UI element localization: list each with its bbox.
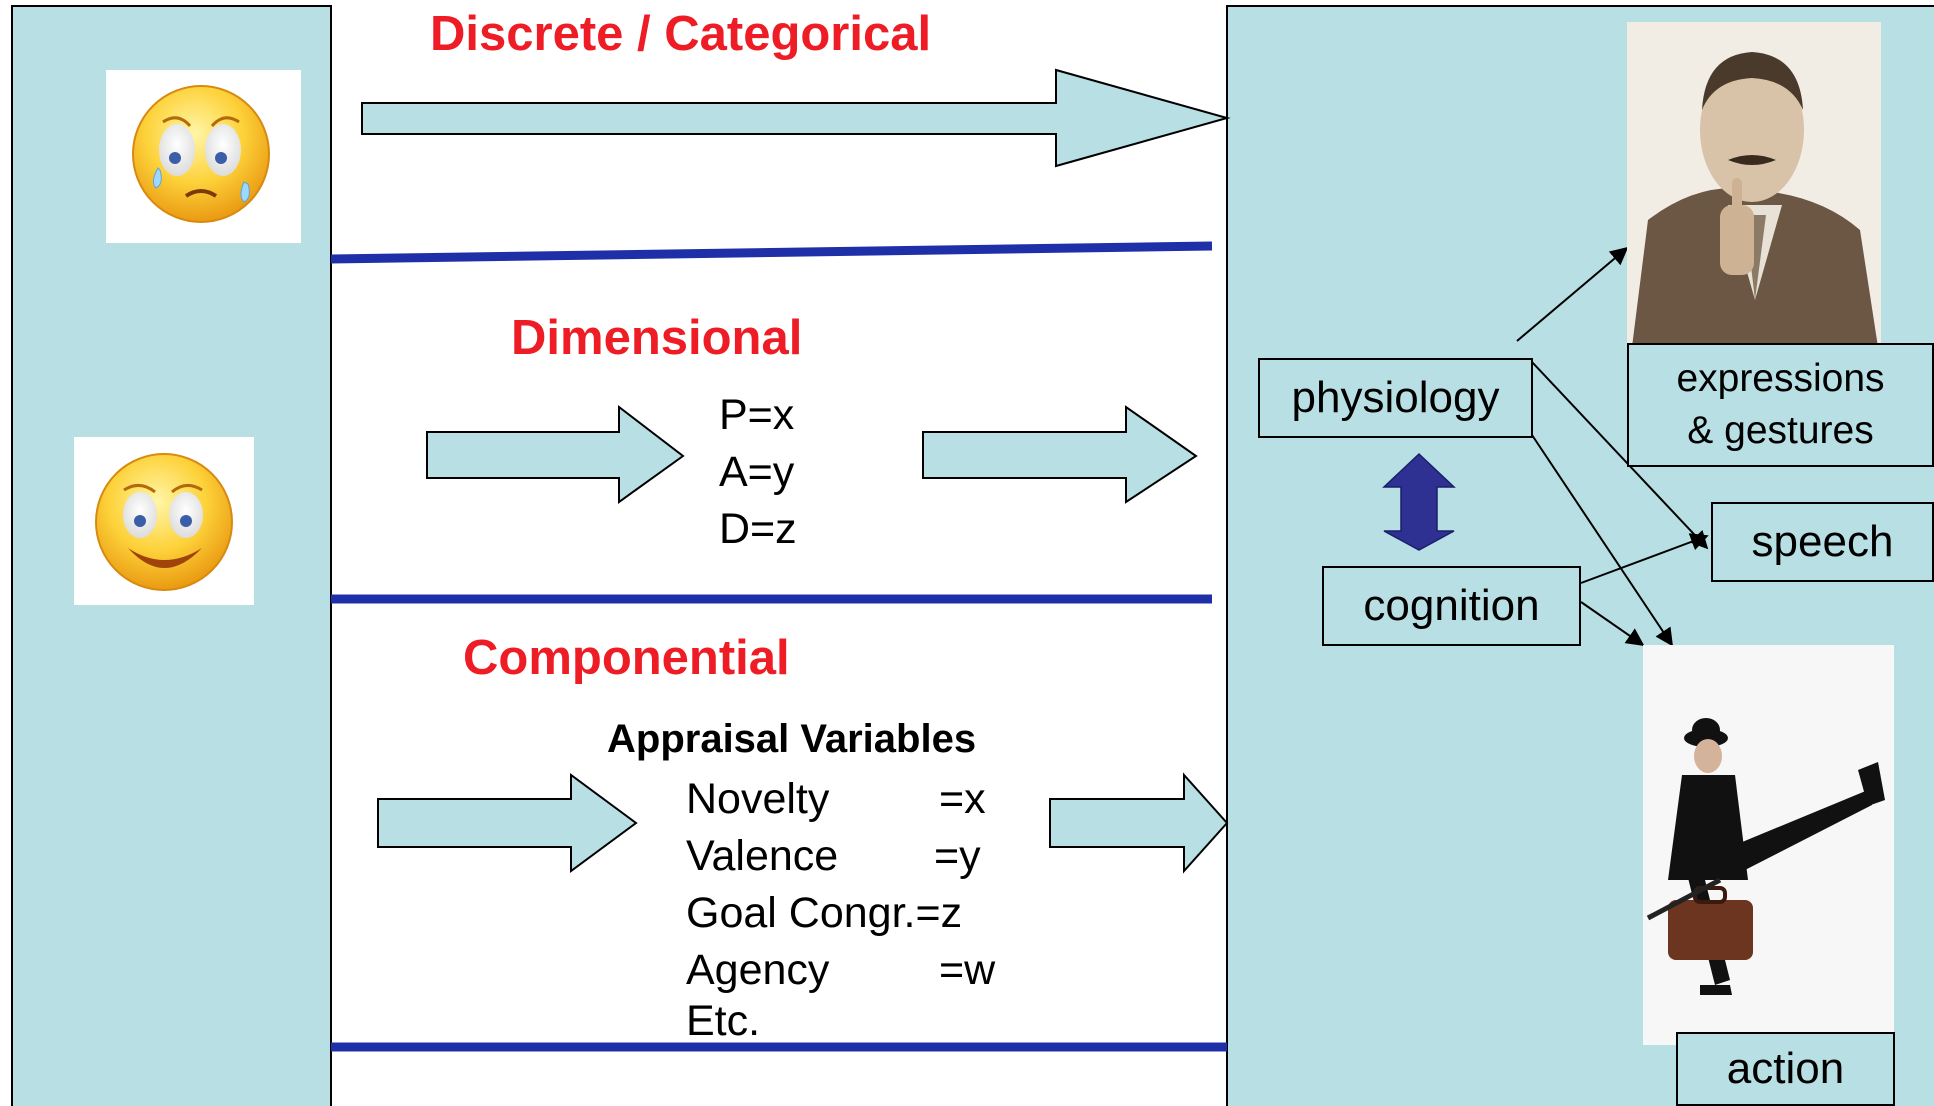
dimensional-line: P=x: [719, 391, 795, 439]
heading-discrete: Discrete / Categorical: [430, 7, 932, 61]
variable-value: =x: [939, 775, 986, 823]
action-box: action: [1676, 1032, 1895, 1106]
dimensional-values: P=x A=y D=z: [719, 387, 797, 558]
arrow-to-speech: [1531, 361, 1709, 550]
heading-componential: Componential: [463, 631, 790, 685]
arrow-cognition-speech: [1580, 533, 1709, 584]
appraisal-variable-row: Novelty =x: [686, 771, 1016, 828]
crying-face-icon: [106, 70, 301, 243]
discrete-arrow: [361, 68, 1231, 168]
speech-box: speech: [1711, 502, 1934, 582]
appraisal-variable-row: Agency =w: [686, 942, 1016, 999]
appraisal-variable-row: Goal Congr.=z: [686, 885, 1016, 942]
silly-walk-photo: [1643, 645, 1894, 1045]
heading-dimensional: Dimensional: [511, 311, 803, 365]
divider-1: [330, 241, 1213, 264]
variable-name: Goal Congr.: [686, 889, 916, 937]
dimensional-arrow-out: [922, 405, 1198, 504]
componential-arrow-out: [1049, 772, 1229, 874]
variable-name: Novelty: [686, 775, 830, 823]
expressions-line: & gestures: [1687, 409, 1874, 452]
variable-value: =y: [934, 832, 981, 880]
arrow-cognition-action: [1580, 601, 1645, 647]
dimensional-line: A=y: [719, 448, 795, 496]
expressions-line: expressions: [1676, 357, 1885, 400]
arrow-to-action: [1531, 434, 1673, 647]
variable-value: =w: [939, 946, 996, 994]
variable-name: Agency: [686, 946, 830, 994]
dimensional-line: D=z: [719, 505, 797, 553]
variable-name: Etc.: [686, 997, 761, 1043]
dimensional-arrow-in: [426, 404, 685, 504]
smiling-face-icon: [74, 437, 254, 605]
appraisal-variable-row: Etc.: [686, 999, 1016, 1043]
cognition-box: cognition: [1322, 566, 1581, 646]
man-expression-photo: [1627, 22, 1881, 347]
variable-value: =z: [915, 889, 963, 937]
variable-name: Valence: [686, 832, 839, 880]
arrow-to-expressions: [1516, 246, 1629, 342]
physiology-box: physiology: [1258, 358, 1533, 438]
expressions-box: expressions & gestures: [1627, 343, 1934, 467]
double-arrow: [1382, 452, 1456, 551]
appraisal-variable-row: Valence =y: [686, 828, 1016, 885]
appraisal-variables-title: Appraisal Variables: [607, 717, 977, 761]
appraisal-variable-list: Novelty =x Valence =y Goal Congr.=z Agen…: [686, 771, 1016, 1043]
componential-arrow-in: [377, 773, 638, 873]
